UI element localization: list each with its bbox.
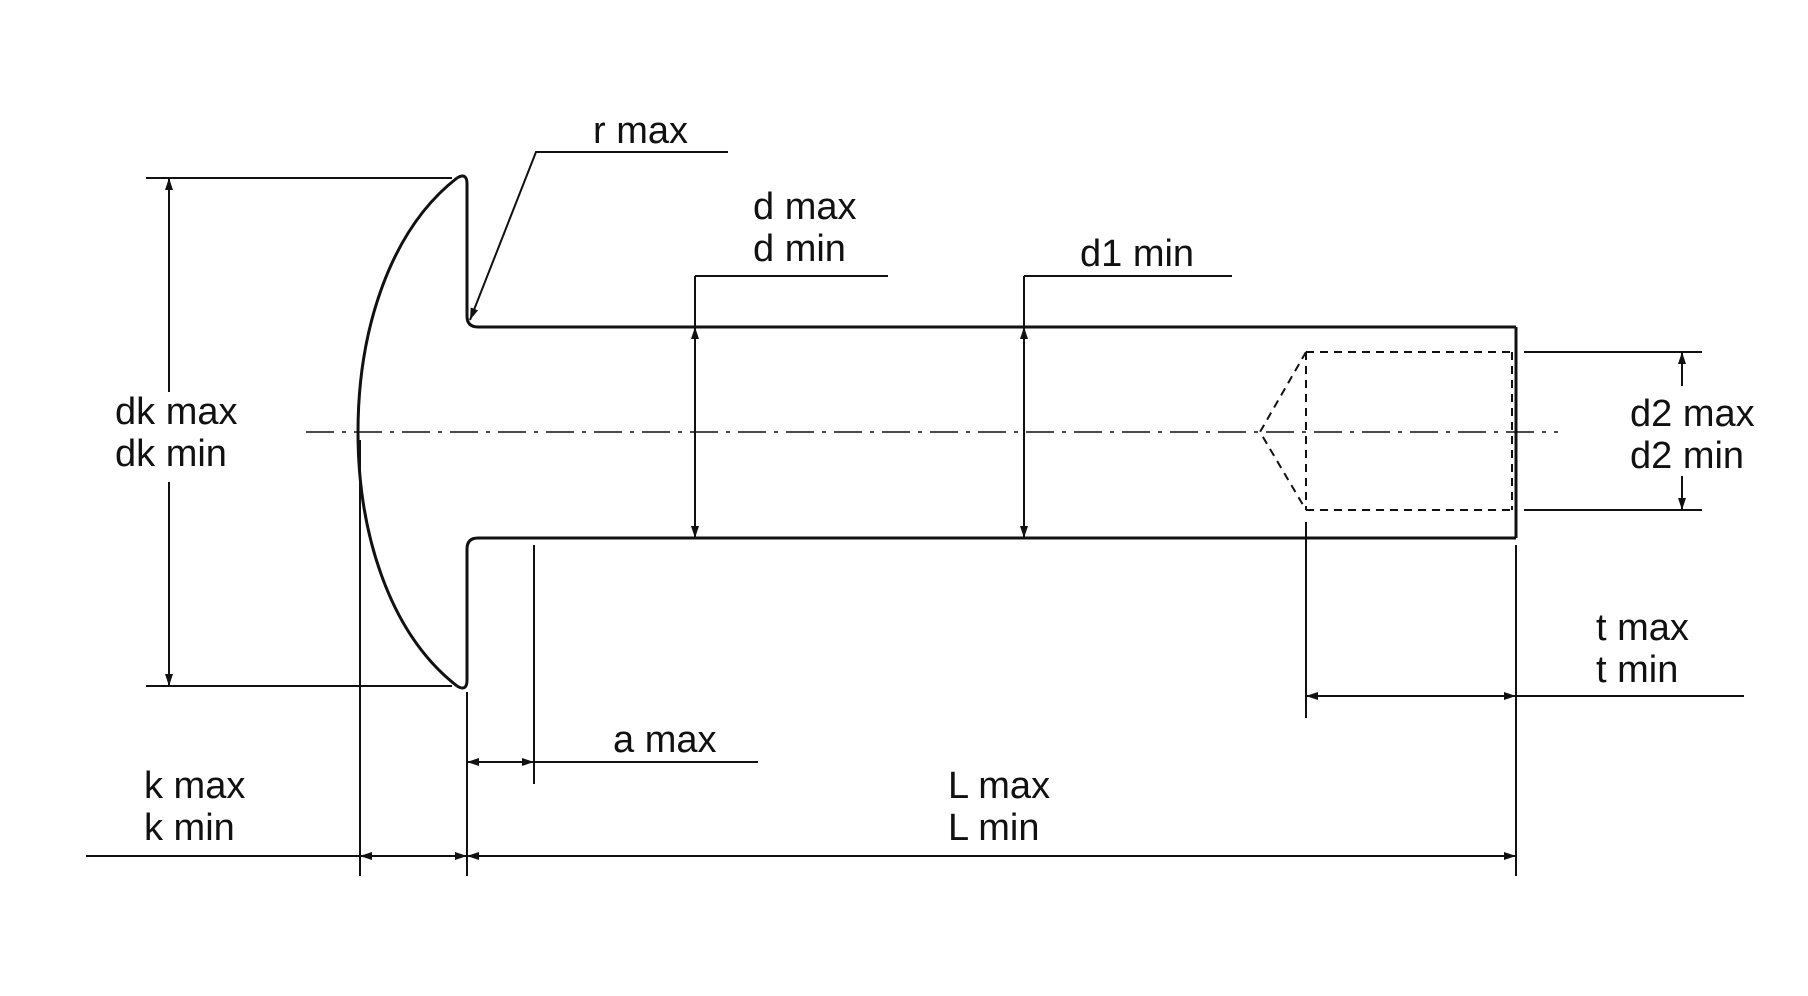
d-max-label: d max (753, 186, 856, 228)
d2-min-label: d2 min (1630, 435, 1744, 477)
t-max-label: t max (1596, 607, 1689, 649)
r-max-label: r max (593, 110, 688, 152)
rivet-fillet-top (465, 315, 479, 329)
r-max-callout: r max (469, 110, 728, 321)
L-dimension: L max L min (467, 545, 1517, 876)
a-max-label: a max (613, 719, 716, 761)
rivet-fillet-bottom (465, 536, 479, 550)
d-min-label: d min (753, 228, 846, 270)
L-max-label: L max (948, 765, 1050, 807)
dk-max-label: dk max (115, 391, 237, 433)
k-dimension: k max k min (86, 440, 468, 876)
hidden-bore (1258, 351, 1514, 511)
dk-min-label: dk min (115, 433, 227, 475)
d1-min-label: d1 min (1080, 233, 1194, 275)
rivet-head-flat-face-lower (456, 549, 469, 690)
d2-max-label: d2 max (1630, 393, 1755, 435)
t-dimension: t max t min (1305, 522, 1744, 718)
L-min-label: L min (948, 807, 1040, 849)
r-max-leader-line (469, 151, 728, 321)
t-min-label: t min (1596, 649, 1678, 691)
a-dimension: a max (467, 545, 758, 784)
k-min-label: k min (144, 807, 235, 849)
bore-cone-hidden-line (1258, 351, 1307, 511)
d-dimension: d max d min (691, 186, 888, 538)
d2-dimension: d2 max d2 min (1524, 351, 1755, 511)
d1-dimension: d1 min (1020, 233, 1232, 538)
k-max-label: k max (144, 765, 245, 807)
dk-dimension: dk max dk min (115, 177, 452, 687)
rivet-head-flat-face (456, 174, 469, 316)
